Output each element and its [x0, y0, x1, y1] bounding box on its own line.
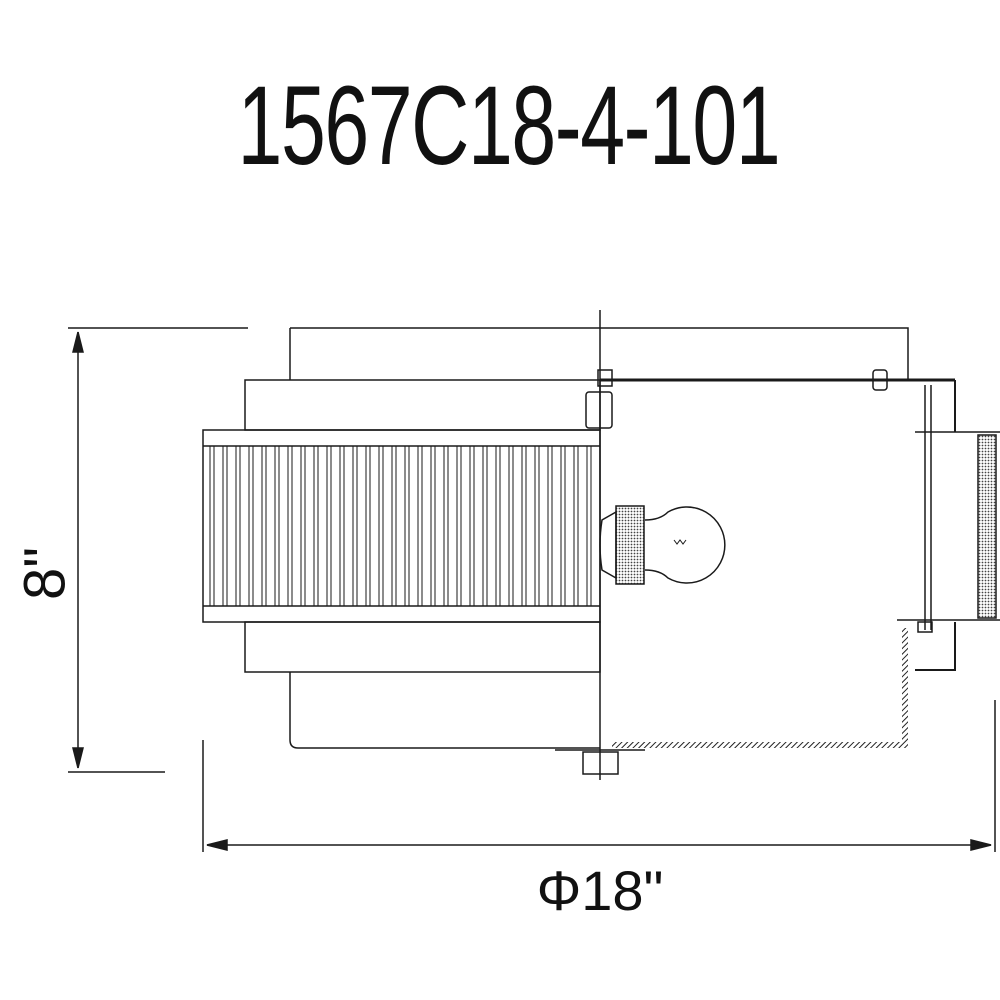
nut-icon — [872, 369, 888, 391]
height-dimension-line — [68, 327, 248, 773]
ceiling-mount-plate — [977, 434, 997, 619]
fixture-section — [555, 369, 1000, 775]
diameter-dimension-line — [202, 700, 996, 852]
diameter-dimension-label: Φ18" — [536, 859, 664, 922]
model-number-title: 1567C18-4-101 — [237, 63, 781, 188]
light-bulb-icon — [599, 505, 726, 585]
shade-ribs — [209, 446, 592, 606]
fixture-exterior — [202, 327, 909, 749]
